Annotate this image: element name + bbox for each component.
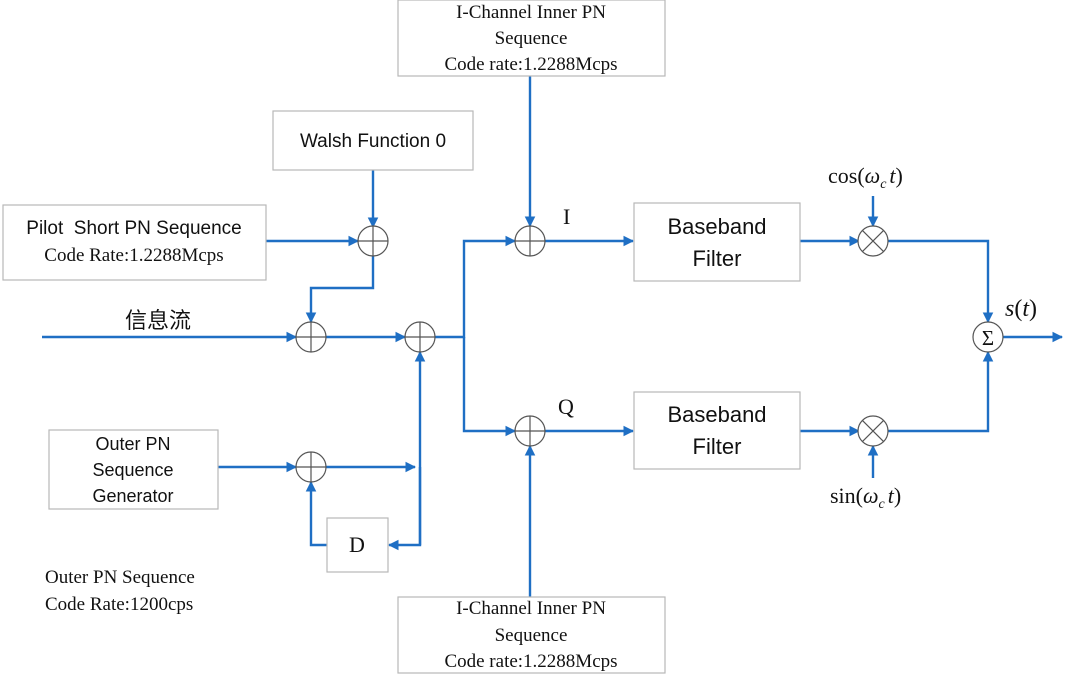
inner-pn-bottom-block: I-Channel Inner PN Sequence Code rate:1.… bbox=[397, 596, 666, 674]
xor-adder-longcode bbox=[404, 321, 436, 353]
plus-symbol-icon bbox=[515, 226, 545, 256]
baseband-filter-bottom-box bbox=[633, 391, 801, 470]
inner-pn-bottom-line1: I-Channel Inner PN bbox=[456, 598, 606, 619]
outer-pn-generator-box bbox=[48, 429, 219, 510]
pilot-pn-box bbox=[2, 204, 267, 281]
info-stream-label: 信息流 bbox=[125, 309, 191, 334]
inner-pn-top-box bbox=[397, 0, 666, 77]
wire-mixer-bottom-to-summer bbox=[888, 350, 994, 433]
pilot-pn-line1: Pilot Short PN Sequence bbox=[26, 218, 241, 239]
outer-pn-note-line1: Outer PN Sequence bbox=[45, 567, 195, 588]
xor-adder-feedback bbox=[295, 451, 327, 483]
summer: Σ bbox=[972, 321, 1004, 353]
signal-wires bbox=[42, 76, 1064, 597]
summer-circle bbox=[972, 321, 1004, 353]
wire-branch-to-delay bbox=[387, 467, 422, 551]
outer-pn-note-line2: Code Rate:1200cps bbox=[45, 594, 193, 615]
baseband-filter-bottom-block: Baseband Filter bbox=[633, 391, 801, 470]
plus-symbol-icon bbox=[296, 322, 326, 352]
delay-box bbox=[326, 517, 389, 573]
wire-to-q-adder bbox=[462, 337, 517, 437]
baseband-filter-top-block: Baseband Filter bbox=[633, 202, 801, 282]
inner-pn-top-line2: Sequence bbox=[495, 28, 568, 49]
sigma-symbol-icon: Σ bbox=[982, 326, 994, 350]
mixer-bottom bbox=[857, 415, 889, 447]
wire-to-i-adder bbox=[435, 235, 517, 339]
inner-pn-bottom-line3: Code rate:1.2288Mcps bbox=[444, 651, 617, 672]
baseband-filter-top-box bbox=[633, 202, 801, 282]
mixer-top bbox=[857, 225, 889, 257]
inner-pn-top-line1: I-Channel Inner PN bbox=[456, 2, 606, 23]
wire-delay-to-adder bbox=[305, 480, 327, 547]
multiply-symbol-icon bbox=[861, 419, 885, 443]
walsh-box bbox=[272, 110, 474, 171]
baseband-filter-top-line1: Baseband bbox=[667, 214, 766, 239]
inner-pn-bottom-line2: Sequence bbox=[495, 625, 568, 646]
xor-adder-pilot bbox=[357, 225, 389, 257]
outer-pn-generator-block: Outer PN Sequence Generator bbox=[48, 429, 219, 510]
delay-label: D bbox=[349, 532, 365, 557]
xor-adder-q bbox=[514, 415, 546, 447]
xor-adder-i bbox=[514, 225, 546, 257]
multiply-symbol-icon bbox=[861, 229, 885, 253]
plus-symbol-icon bbox=[405, 322, 435, 352]
plus-symbol-icon bbox=[358, 226, 388, 256]
inner-pn-top-line3: Code rate:1.2288Mcps bbox=[444, 54, 617, 75]
baseband-filter-top-line2: Filter bbox=[693, 246, 742, 271]
pilot-pn-block: Pilot Short PN Sequence Code Rate:1.2288… bbox=[2, 204, 267, 281]
outer-pn-generator-line1: Outer PN bbox=[95, 434, 170, 454]
wire-pilot-adder-to-info-adder bbox=[305, 256, 375, 324]
plus-symbol-icon bbox=[515, 416, 545, 446]
delay-block: D bbox=[326, 517, 389, 573]
i-channel-label: I bbox=[563, 204, 570, 229]
walsh-label: Walsh Function 0 bbox=[300, 131, 446, 152]
plus-symbol-icon bbox=[296, 452, 326, 482]
pilot-pn-line2: Code Rate:1.2288Mcps bbox=[44, 245, 223, 266]
outer-pn-generator-line3: Generator bbox=[92, 486, 173, 506]
baseband-filter-bottom-line1: Baseband bbox=[667, 402, 766, 427]
baseband-filter-bottom-line2: Filter bbox=[693, 434, 742, 459]
wire-mixer-top-to-summer bbox=[888, 239, 994, 324]
walsh-block: Walsh Function 0 bbox=[272, 110, 474, 171]
inner-pn-top-block: I-Channel Inner PN Sequence Code rate:1.… bbox=[397, 0, 666, 77]
outer-pn-generator-line2: Sequence bbox=[92, 460, 173, 480]
q-channel-label: Q bbox=[558, 394, 574, 419]
inner-pn-bottom-box bbox=[397, 596, 666, 674]
output-signal-label: s(t) bbox=[1005, 296, 1037, 322]
xor-adder-info bbox=[295, 321, 327, 353]
